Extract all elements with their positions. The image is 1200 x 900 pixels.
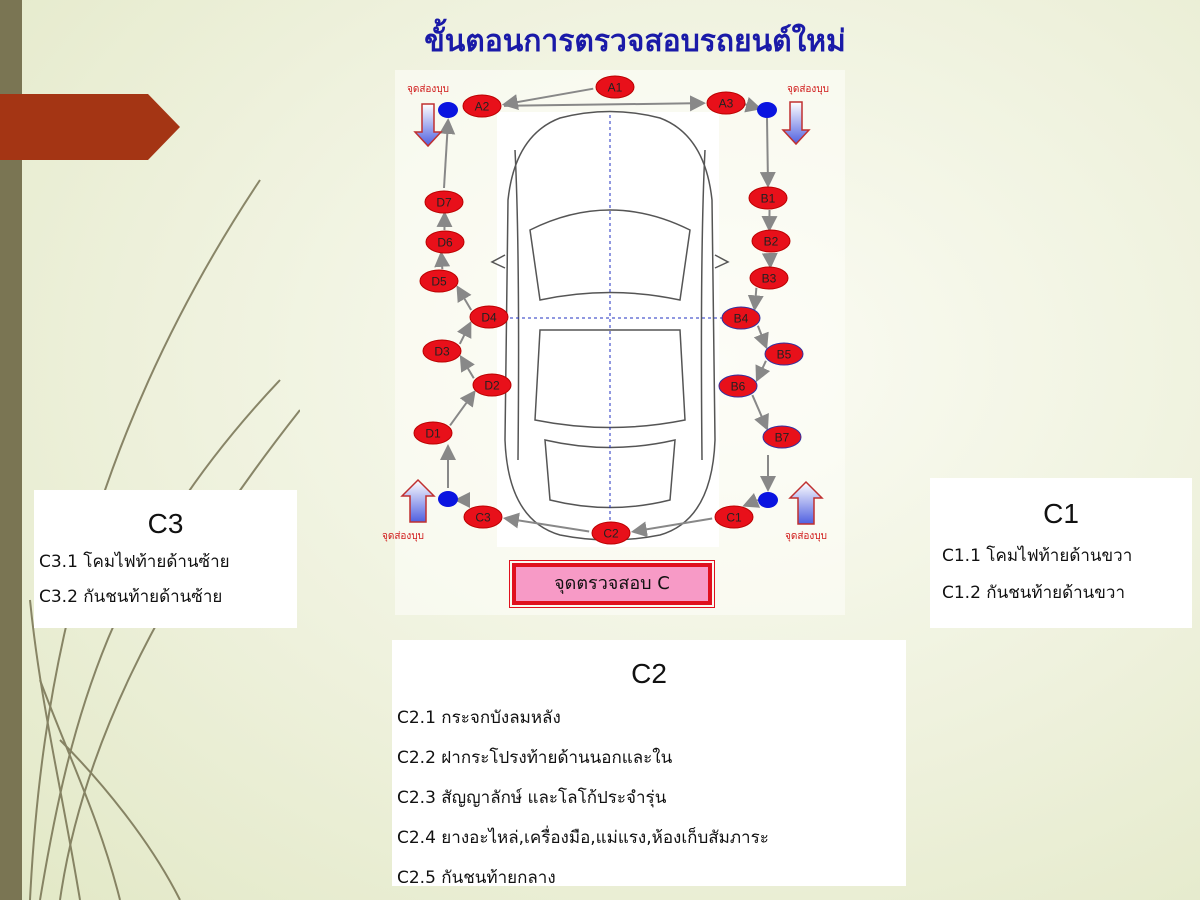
dent-check-label: จุดส่องบุบ	[785, 531, 827, 542]
c2-item: C2.1 กระจกบังลมหลัง	[397, 708, 561, 728]
c1-panel: C1 C1.1 โคมไฟท้ายด้านขวา C1.2 กันชนท้ายด…	[930, 478, 1192, 628]
c3-item: C3.2 กันชนท้ายด้านซ้าย	[39, 587, 223, 607]
node-label: B1	[761, 192, 776, 206]
node-label: D7	[436, 196, 452, 210]
node-label: C2	[603, 527, 619, 541]
flow-arrow	[501, 87, 594, 110]
c3-heading: C3	[147, 508, 184, 539]
node-label: A1	[608, 81, 623, 95]
checkpoint-node-b6[interactable]: B6	[718, 374, 758, 398]
flow-arrow	[439, 118, 456, 189]
node-label: A3	[719, 97, 734, 111]
flow-arrow	[502, 512, 590, 533]
checkpoint-node-b2[interactable]: B2	[751, 229, 791, 253]
checkpoint-node-c2[interactable]: C2	[591, 521, 631, 545]
c2-panel: C2 C2.1 กระจกบังลมหลัง C2.2 ฝากระโปรงท้า…	[392, 640, 906, 888]
c2-item: C2.5 กันชนท้ายกลาง	[397, 868, 556, 888]
flow-arrow	[747, 287, 764, 312]
flow-arrow	[434, 250, 451, 270]
down-arrow-icon	[781, 101, 811, 146]
c3-panel: C3 C3.1 โคมไฟท้ายด้านซ้าย C3.2 กันชนท้าย…	[34, 490, 297, 628]
node-label: D3	[434, 345, 450, 359]
checkpoint-node-b5[interactable]: B5	[764, 342, 804, 366]
car-outline	[490, 110, 730, 541]
node-label: B3	[762, 272, 777, 286]
node-label: B2	[764, 235, 779, 249]
flow-arrow	[755, 360, 771, 383]
c2-heading: C2	[631, 658, 667, 689]
node-label: B5	[777, 348, 792, 362]
flow-arrow	[630, 517, 713, 538]
checkpoint-node-b7[interactable]: B7	[762, 425, 802, 449]
dent-check-label: จุดส่องบุบ	[787, 84, 829, 95]
dent-check-point-icon	[757, 102, 777, 118]
c1-item: C1.2 กันชนท้ายด้านขวา	[942, 583, 1126, 603]
checkpoint-node-d1[interactable]: D1	[413, 421, 453, 445]
checkpoint-node-a2[interactable]: A2	[462, 94, 502, 118]
checkpoint-node-d5[interactable]: D5	[419, 269, 459, 293]
node-label: B6	[731, 380, 746, 394]
checkpoint-node-d2[interactable]: D2	[472, 373, 512, 397]
slide-side-stripe	[0, 0, 22, 900]
checkpoint-node-d7[interactable]: D7	[424, 190, 464, 214]
dent-check-point-icon	[438, 491, 458, 507]
checkpoint-node-c1[interactable]: C1	[714, 505, 754, 529]
node-label: D1	[425, 427, 441, 441]
dent-check-label: จุดส่องบุบ	[407, 84, 449, 95]
flow-arrow	[449, 389, 476, 427]
down-arrow-icon	[413, 103, 443, 148]
node-label: D4	[481, 311, 497, 325]
node-label: D6	[437, 236, 453, 250]
flow-arrow	[503, 95, 707, 112]
checkpoint-node-d4[interactable]: D4	[469, 305, 509, 329]
flow-arrow	[456, 285, 473, 311]
c2-item: C2.3 สัญญาลักษ์ และโลโก้ประจำรุ่น	[397, 788, 667, 808]
dent-check-label: จุดส่องบุบ	[382, 531, 424, 542]
checkpoint-node-a1[interactable]: A1	[595, 75, 635, 99]
checkpoint-node-d3[interactable]: D3	[422, 339, 462, 363]
flow-arrow	[743, 97, 762, 113]
checkpoint-node-b4[interactable]: B4	[721, 306, 761, 330]
slide-banner-arrow	[0, 94, 180, 160]
c2-item: C2.2 ฝากระโปรงท้ายด้านนอกและใน	[397, 748, 673, 768]
node-label: C1	[726, 511, 742, 525]
checkpoint-node-b1[interactable]: B1	[748, 186, 788, 210]
checkpoint-node-c3[interactable]: C3	[463, 505, 503, 529]
flow-arrow	[457, 321, 472, 345]
checkpoint-node-d6[interactable]: D6	[425, 230, 465, 254]
dent-check-point-icon	[758, 492, 778, 508]
checkpoint-c-button[interactable]: จุดตรวจสอบ C	[509, 560, 715, 608]
flow-arrow	[751, 394, 769, 431]
c2-item: C2.4 ยางอะไหล่,เครื่องมือ,แม่แรง,ห้องเก็…	[397, 828, 769, 848]
c1-heading: C1	[1043, 498, 1079, 529]
node-label: D5	[431, 275, 447, 289]
c1-item: C1.1 โคมไฟท้ายด้านขวา	[942, 546, 1133, 566]
node-label: D2	[484, 379, 500, 393]
node-label: A2	[475, 100, 490, 114]
node-label: B7	[775, 431, 790, 445]
flow-arrow	[759, 117, 776, 188]
flow-arrow	[459, 354, 475, 379]
page-title: ขั้นตอนการตรวจสอบรถยนต์ใหม่	[424, 24, 846, 59]
dent-check-point-icon	[438, 102, 458, 118]
node-label: C3	[475, 511, 491, 525]
flow-arrow	[742, 493, 761, 508]
node-label: B4	[734, 312, 749, 326]
flow-arrow	[753, 325, 769, 350]
up-arrow-icon	[400, 478, 436, 523]
checkpoint-node-b3[interactable]: B3	[749, 266, 789, 290]
checkpoint-node-a3[interactable]: A3	[706, 91, 746, 115]
up-arrow-icon	[788, 480, 824, 525]
c3-item: C3.1 โคมไฟท้ายด้านซ้าย	[39, 552, 230, 572]
